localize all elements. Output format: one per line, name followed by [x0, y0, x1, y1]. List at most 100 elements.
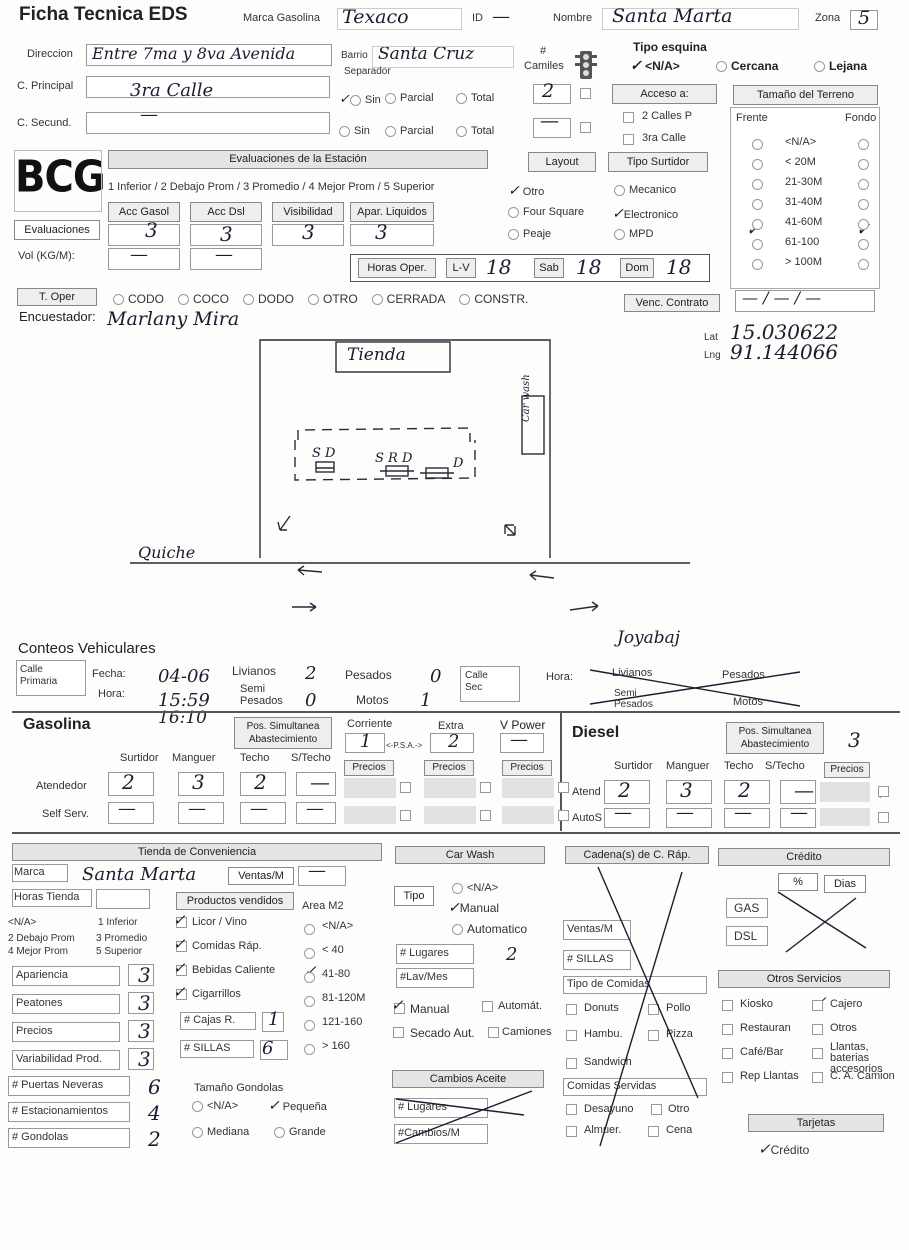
sep-sin-2[interactable]: Sin: [339, 125, 370, 137]
car-wash-lugares-value[interactable]: 2: [506, 944, 518, 965]
rating-field[interactable]: [128, 1020, 154, 1042]
otros-servicio-check[interactable]: [812, 1024, 823, 1035]
gas-atendedor-field[interactable]: [296, 772, 336, 796]
conteos-hora-value[interactable]: 15:59: [158, 690, 210, 711]
gas-atendedor-field[interactable]: [108, 772, 154, 796]
gas-precio-self-check[interactable]: [558, 810, 569, 821]
eval-acc-dsl-field[interactable]: [190, 224, 262, 246]
nombre-field[interactable]: [602, 8, 799, 30]
principal-field[interactable]: [86, 76, 330, 98]
gasolina-corriente-field[interactable]: [345, 733, 385, 753]
car-wash-automat-check[interactable]: [482, 1001, 493, 1012]
sep-parcial-2[interactable]: Parcial: [385, 125, 434, 137]
dsl-atend-field[interactable]: [780, 780, 816, 804]
tarjetas-credito[interactable]: ✓Crédito: [758, 1140, 810, 1158]
camiles-check-1[interactable]: [580, 88, 591, 99]
terreno-frente-radio[interactable]: [752, 139, 763, 150]
acceso-3ra-check[interactable]: [623, 134, 634, 145]
tipo-esquina-cercana[interactable]: Cercana: [716, 59, 778, 73]
rating-field[interactable]: [128, 992, 154, 1014]
terreno-fondo-radio[interactable]: [858, 239, 869, 250]
surtidor-mpd[interactable]: MPD: [614, 228, 653, 240]
car-wash-tipo-manual[interactable]: ✓Manual: [448, 900, 500, 916]
area-radio[interactable]: [304, 948, 315, 959]
car-wash-manual-check[interactable]: [394, 1003, 405, 1014]
gas-self-field[interactable]: [178, 802, 224, 824]
conteos-pesados-value[interactable]: 0: [430, 666, 442, 687]
sep-parcial-1[interactable]: Parcial: [385, 92, 434, 104]
tipo-esquina-lejana[interactable]: Lejana: [814, 59, 867, 73]
cadena-sandwich-check[interactable]: [566, 1058, 577, 1069]
gas-precio-check[interactable]: [480, 782, 491, 793]
area-radio[interactable]: [304, 924, 315, 935]
gas-precio-check[interactable]: [400, 782, 411, 793]
dsl-atend-field[interactable]: [604, 780, 650, 804]
zona-field[interactable]: [850, 10, 878, 30]
surtidor-mecanico[interactable]: Mecanico: [614, 184, 676, 196]
terreno-fondo-radio[interactable]: [858, 139, 869, 150]
cadena-otro-check[interactable]: [651, 1104, 662, 1115]
sep-total-2[interactable]: Total: [456, 125, 494, 137]
terreno-fondo-radio[interactable]: [858, 179, 869, 190]
terreno-frente-radio[interactable]: [752, 199, 763, 210]
eval-visibilidad-field[interactable]: [272, 224, 344, 246]
dsl-precio-self-field[interactable]: [820, 808, 870, 826]
otros-servicio-check[interactable]: [812, 1072, 823, 1083]
toper-option[interactable]: CODO: [113, 292, 164, 306]
gondola-pequena[interactable]: ✓ Pequeña: [268, 1098, 327, 1114]
gas-precio-self-check[interactable]: [480, 810, 491, 821]
car-wash-secado-check[interactable]: [393, 1027, 404, 1038]
otros-servicio-check[interactable]: [812, 1000, 823, 1011]
producto-check[interactable]: [176, 989, 187, 1000]
venc-field[interactable]: [735, 290, 875, 312]
gas-self-field[interactable]: [240, 802, 286, 824]
terreno-fondo-radio[interactable]: [858, 199, 869, 210]
dsl-precio-check[interactable]: [878, 786, 889, 797]
gas-precio-self-check[interactable]: [400, 810, 411, 821]
gas-precio-self-field[interactable]: [502, 806, 554, 824]
horas-sab-value[interactable]: 18: [576, 255, 602, 279]
producto-check[interactable]: [176, 917, 187, 928]
cadena-pizza-check[interactable]: [648, 1030, 659, 1041]
eval-apar-liquidos-field[interactable]: [350, 224, 434, 246]
gas-self-field[interactable]: [108, 802, 154, 824]
gas-precio-self-field[interactable]: [344, 806, 396, 824]
gondola-na[interactable]: <N/A>: [192, 1100, 238, 1112]
terreno-frente-radio[interactable]: [752, 239, 763, 250]
tienda-marca-value[interactable]: Santa Marta: [82, 864, 197, 885]
otros-servicio-check[interactable]: [812, 1048, 823, 1059]
terreno-fondo-radio[interactable]: [858, 159, 869, 170]
gas-precio-check[interactable]: [558, 782, 569, 793]
toper-option[interactable]: CONSTR.: [459, 292, 528, 306]
camiles-field-1[interactable]: [533, 84, 571, 104]
conteos-semi-value[interactable]: 0: [305, 690, 317, 711]
barrio-field[interactable]: [372, 46, 514, 68]
dsl-atend-field[interactable]: [724, 780, 770, 804]
sep-total-1[interactable]: Total: [456, 92, 494, 104]
secund-field[interactable]: [86, 112, 330, 134]
producto-check[interactable]: [176, 941, 187, 952]
car-wash-tipo-auto[interactable]: Automatico: [452, 922, 527, 936]
toper-option[interactable]: COCO: [178, 292, 229, 306]
rating-field[interactable]: [128, 1048, 154, 1070]
dsl-autos-field[interactable]: [666, 808, 712, 828]
terreno-frente-radio[interactable]: [752, 259, 763, 270]
gas-precio-self-field[interactable]: [424, 806, 476, 824]
gasolina-extra-field[interactable]: [430, 733, 474, 753]
cadena-desayuno-check[interactable]: [566, 1104, 577, 1115]
area-radio[interactable]: [304, 1044, 315, 1055]
otros-servicio-check[interactable]: [722, 1024, 733, 1035]
dsl-autos-field[interactable]: [604, 808, 650, 828]
eval-acc-gasol-field[interactable]: [108, 224, 180, 246]
cadena-cena-check[interactable]: [648, 1126, 659, 1137]
conteos-livianos-value[interactable]: 2: [305, 663, 317, 684]
conteos-fecha-value[interactable]: 04-06: [158, 666, 210, 687]
gas-precio-field[interactable]: [502, 778, 554, 798]
sep-sin-1[interactable]: ✓Sin: [339, 92, 381, 107]
tienda-horas-field[interactable]: [96, 889, 150, 909]
dsl-autos-field[interactable]: [780, 808, 816, 828]
horas-lv-value[interactable]: 18: [486, 255, 512, 279]
car-wash-tipo-na[interactable]: <N/A>: [452, 882, 498, 894]
surtidor-electronico[interactable]: ✓Electronico: [612, 206, 679, 222]
tienda-ventas-field[interactable]: [298, 866, 346, 886]
